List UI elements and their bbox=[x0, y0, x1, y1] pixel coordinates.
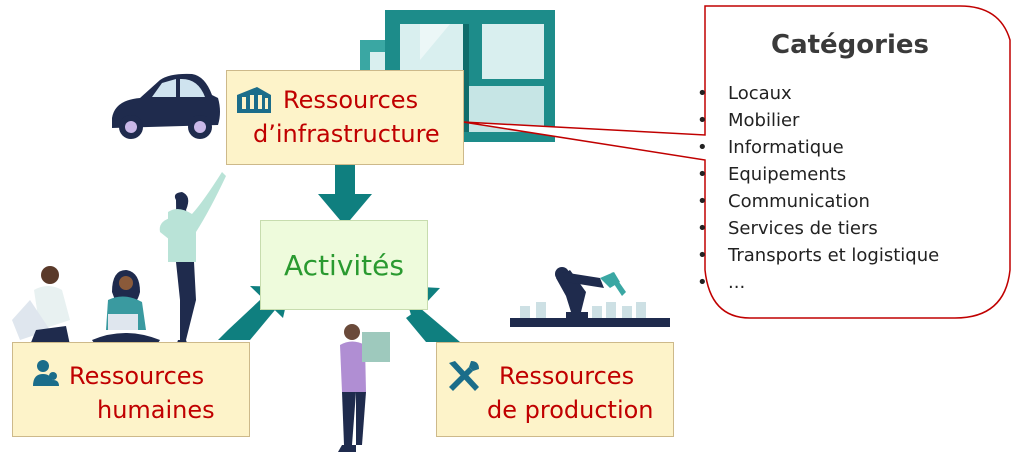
node-humaines-line2: humaines bbox=[97, 396, 215, 424]
node-humaines-line1: Ressources bbox=[69, 362, 205, 390]
node-infrastructure-line1: Ressources bbox=[283, 86, 419, 114]
categories-list: Locaux Mobilier Informatique Equipements… bbox=[697, 80, 939, 296]
node-production: Ressources de production bbox=[436, 342, 674, 437]
man-box-illustration bbox=[338, 324, 390, 452]
person-icon bbox=[33, 360, 59, 386]
robot-arm-illustration bbox=[510, 267, 670, 327]
categories-title: Catégories bbox=[770, 30, 929, 60]
node-activites: Activités bbox=[260, 220, 428, 310]
windows-illustration bbox=[360, 10, 555, 142]
category-item: ... bbox=[697, 269, 939, 296]
woman-laptop-illustration bbox=[92, 270, 160, 346]
category-item: Locaux bbox=[697, 80, 939, 107]
category-item: Mobilier bbox=[697, 107, 939, 134]
category-item: Equipements bbox=[697, 161, 939, 188]
node-infrastructure: Ressources d’infrastructure bbox=[226, 70, 464, 165]
node-humaines: Ressources humaines bbox=[12, 342, 250, 437]
woman-pointing-illustration bbox=[159, 172, 226, 346]
category-item: Communication bbox=[697, 188, 939, 215]
category-item: Services de tiers bbox=[697, 215, 939, 242]
arrow-infra-to-activites bbox=[318, 164, 372, 226]
car-illustration bbox=[112, 73, 220, 139]
tools-icon bbox=[449, 361, 479, 391]
category-item: Transports et logistique bbox=[697, 242, 939, 269]
building-icon bbox=[237, 87, 271, 113]
node-production-line2: de production bbox=[487, 396, 654, 424]
node-infrastructure-line2: d’infrastructure bbox=[253, 120, 440, 148]
node-production-line1: Ressources bbox=[499, 362, 635, 390]
category-item: Informatique bbox=[697, 134, 939, 161]
